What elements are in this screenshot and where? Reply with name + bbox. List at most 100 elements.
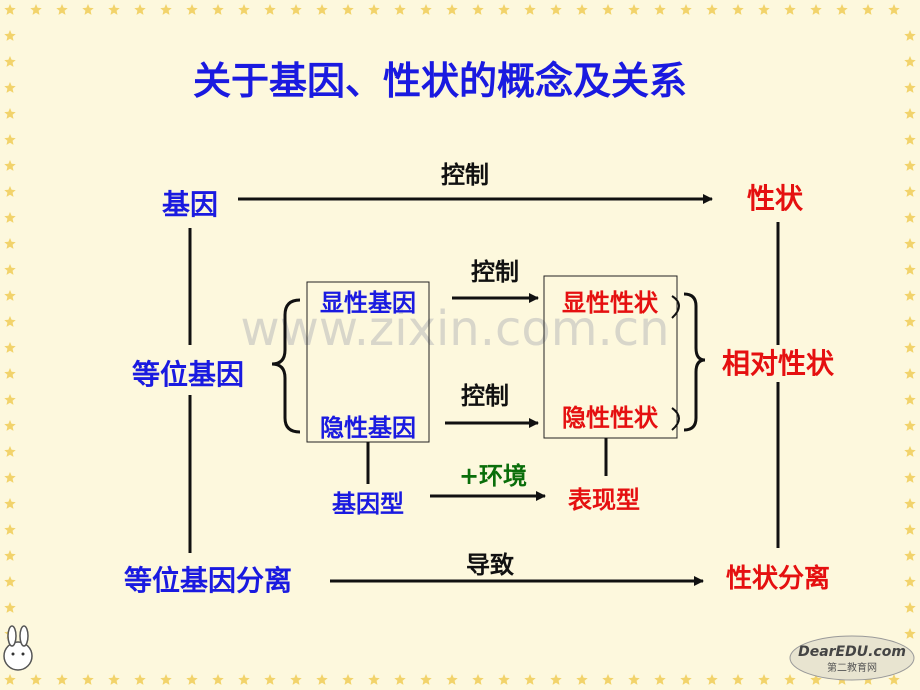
border-star bbox=[680, 674, 692, 685]
border-star bbox=[4, 186, 16, 197]
border-star bbox=[4, 56, 16, 67]
border-star bbox=[888, 674, 900, 685]
border-star bbox=[904, 212, 916, 223]
border-star bbox=[4, 290, 16, 301]
border-star bbox=[368, 4, 380, 15]
border-star bbox=[4, 420, 16, 431]
border-star bbox=[576, 4, 588, 15]
node-allele-separation: 等位基因分离 bbox=[124, 564, 292, 597]
trait-box bbox=[543, 275, 678, 439]
border-star bbox=[472, 674, 484, 685]
border-star bbox=[4, 602, 16, 613]
border-star bbox=[316, 4, 328, 15]
node-recessive-gene: 隐性基因 bbox=[320, 413, 416, 442]
border-star bbox=[654, 4, 666, 15]
border-star bbox=[784, 674, 796, 685]
border-star bbox=[4, 446, 16, 457]
border-star bbox=[602, 674, 614, 685]
border-star bbox=[904, 160, 916, 171]
dearedu-logo: DearEDU.com 第二教育网 bbox=[789, 635, 915, 681]
star-border-decoration bbox=[4, 4, 916, 685]
border-star bbox=[524, 674, 536, 685]
border-star bbox=[654, 674, 666, 685]
border-star bbox=[904, 316, 916, 327]
border-star bbox=[368, 674, 380, 685]
label-lead-to: 导致 bbox=[466, 550, 515, 579]
border-star bbox=[212, 4, 224, 15]
border-star bbox=[524, 4, 536, 15]
border-star bbox=[4, 472, 16, 483]
border-star bbox=[4, 4, 16, 15]
border-star bbox=[238, 4, 250, 15]
border-star bbox=[420, 674, 432, 685]
border-star bbox=[394, 4, 406, 15]
border-star bbox=[342, 4, 354, 15]
border-star bbox=[758, 674, 770, 685]
node-trait-separation: 性状分离 bbox=[726, 563, 830, 594]
right-brace bbox=[683, 292, 706, 432]
border-star bbox=[108, 674, 120, 685]
border-star bbox=[446, 674, 458, 685]
label-control-top: 控制 bbox=[441, 160, 489, 189]
border-star bbox=[108, 4, 120, 15]
border-star bbox=[498, 674, 510, 685]
border-star bbox=[4, 316, 16, 327]
node-allele: 等位基因 bbox=[132, 358, 244, 391]
border-star bbox=[264, 4, 276, 15]
border-star bbox=[4, 394, 16, 405]
border-star bbox=[4, 82, 16, 93]
node-phenotype: 表现型 bbox=[568, 485, 640, 514]
border-star bbox=[784, 4, 796, 15]
border-star bbox=[550, 674, 562, 685]
logo-brand: DearEDU.com bbox=[798, 644, 906, 660]
border-star bbox=[904, 342, 916, 353]
border-star bbox=[56, 4, 68, 15]
node-dominant-gene: 显性基因 bbox=[320, 288, 416, 317]
node-recessive-trait: 隐性性状 bbox=[562, 403, 659, 432]
border-star bbox=[904, 186, 916, 197]
border-star bbox=[810, 4, 822, 15]
border-star bbox=[904, 498, 916, 509]
border-star bbox=[904, 420, 916, 431]
border-star bbox=[498, 4, 510, 15]
border-star bbox=[264, 674, 276, 685]
border-star bbox=[4, 550, 16, 561]
border-star bbox=[732, 674, 744, 685]
border-star bbox=[4, 212, 16, 223]
border-star bbox=[238, 674, 250, 685]
border-star bbox=[4, 134, 16, 145]
node-genotype: 基因型 bbox=[332, 489, 404, 518]
label-control-recessive: 控制 bbox=[461, 381, 509, 410]
border-star bbox=[160, 674, 172, 685]
border-star bbox=[4, 264, 16, 275]
border-star bbox=[758, 4, 770, 15]
border-star bbox=[186, 674, 198, 685]
border-star bbox=[904, 56, 916, 67]
border-star bbox=[394, 674, 406, 685]
node-gene: 基因 bbox=[162, 188, 218, 221]
paren-top-1 bbox=[671, 295, 680, 319]
border-star bbox=[680, 4, 692, 15]
border-star bbox=[904, 290, 916, 301]
border-star bbox=[134, 674, 146, 685]
border-star bbox=[82, 674, 94, 685]
border-star bbox=[904, 576, 916, 587]
border-star bbox=[160, 4, 172, 15]
border-star bbox=[4, 238, 16, 249]
border-star bbox=[706, 4, 718, 15]
border-star bbox=[472, 4, 484, 15]
border-star bbox=[602, 4, 614, 15]
label-control-dominant: 控制 bbox=[471, 257, 519, 286]
border-star bbox=[342, 674, 354, 685]
border-star bbox=[904, 628, 916, 639]
node-dominant-trait: 显性性状 bbox=[562, 288, 659, 317]
border-star bbox=[4, 108, 16, 119]
border-star bbox=[732, 4, 744, 15]
border-star bbox=[420, 4, 432, 15]
border-star bbox=[904, 368, 916, 379]
border-star bbox=[550, 4, 562, 15]
border-star bbox=[836, 4, 848, 15]
border-star bbox=[628, 674, 640, 685]
border-star bbox=[4, 342, 16, 353]
